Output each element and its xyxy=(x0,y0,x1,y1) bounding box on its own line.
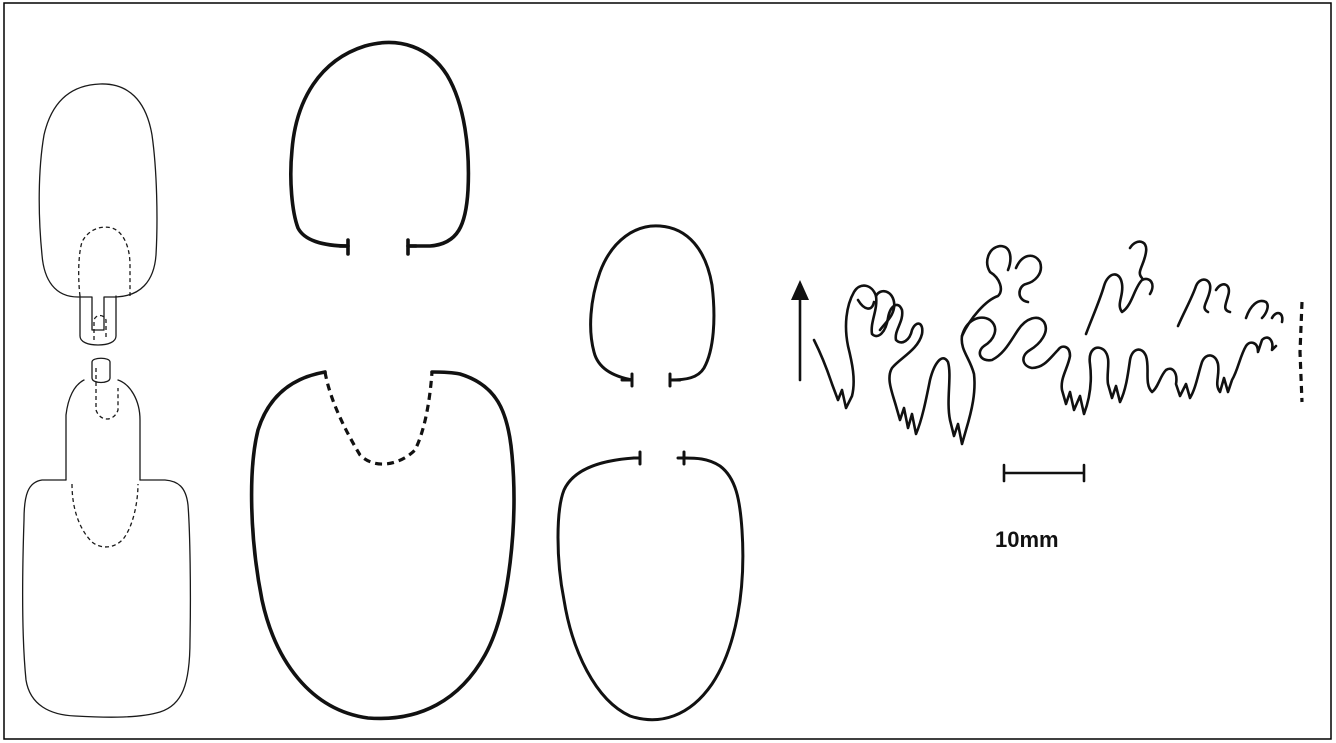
specimen-3-lower-right-stub xyxy=(678,452,684,464)
suture-saddle-5 xyxy=(1246,301,1282,322)
specimen-3-outline xyxy=(558,226,743,720)
growth-arrowhead xyxy=(791,280,809,300)
specimen-1-upper-inner-chamber xyxy=(79,227,130,296)
suture-saddle-2 xyxy=(962,246,1041,336)
specimen-2-upper-chamber xyxy=(291,43,469,246)
scale-bar-label: 10mm xyxy=(995,527,1059,552)
specimen-3-lower-left-stub xyxy=(634,452,640,464)
specimen-1-upper-chamber xyxy=(39,84,157,330)
suture-line xyxy=(814,286,1276,444)
scale-bar: 10mm xyxy=(995,465,1084,552)
specimen-2-upper-left-stub xyxy=(340,240,348,254)
specimen-2-upper-right-stub xyxy=(408,240,416,254)
specimen-1-neck xyxy=(80,296,116,345)
suture-diagram xyxy=(791,242,1302,444)
suture-saddle-3 xyxy=(1086,242,1152,334)
specimen-1-lower-inner-chamber xyxy=(72,484,138,547)
suture-saddle-4 xyxy=(1178,280,1230,326)
scale-bar-line xyxy=(1004,465,1084,481)
specimen-1-connector-inner xyxy=(96,368,118,419)
specimen-1-outline xyxy=(23,84,191,717)
specimen-2-neck-dashes xyxy=(325,372,432,464)
specimen-3-upper-right-stub xyxy=(670,374,680,386)
specimen-1-lower-neck xyxy=(66,380,140,480)
specimen-3-upper-chamber xyxy=(591,226,714,380)
specimen-1-lower-chamber xyxy=(23,480,191,717)
specimen-2-outline xyxy=(252,43,514,719)
figure-frame xyxy=(4,3,1331,739)
specimen-3-lower-chamber xyxy=(558,458,743,720)
specimen-2-lower-chamber xyxy=(252,372,514,718)
specimen-1-connector xyxy=(92,358,110,382)
suture-midline-dashes xyxy=(1300,302,1302,402)
specimen-3-upper-left-stub xyxy=(622,374,632,386)
